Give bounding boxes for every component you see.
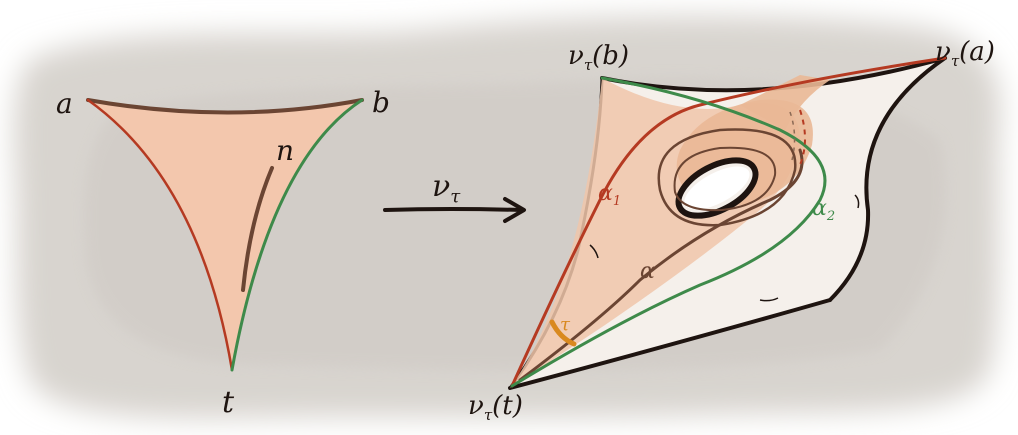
- bottom-edge: [508, 298, 832, 390]
- edge-bt: [230, 98, 364, 372]
- vertex-b-label: b: [372, 86, 390, 119]
- map-arrow: [383, 197, 526, 223]
- vertex-nu-b-label: ντ(b): [568, 41, 629, 74]
- curve-alpha2: [510, 76, 827, 388]
- alpha-label: α: [640, 259, 655, 284]
- alpha2-label: α2: [812, 196, 835, 224]
- curve-alpha: [518, 148, 804, 382]
- vertex-nu-t-label: ντ(t): [468, 391, 523, 424]
- right-edge: [828, 56, 947, 302]
- alpha1-label: α1: [598, 181, 621, 209]
- right-surface: [508, 56, 947, 390]
- curve-n: [241, 166, 274, 292]
- tau-arc: [549, 319, 577, 347]
- tau-label: τ: [560, 314, 571, 335]
- edge-ab: [86, 98, 364, 115]
- left-triangle: [86, 98, 364, 372]
- hidden-curve: [799, 109, 806, 166]
- curve-n-label: n: [276, 134, 294, 167]
- vertex-a-label: a: [56, 87, 73, 120]
- vertex-nu-a-label: ντ(a): [935, 37, 995, 70]
- edge-at: [86, 98, 234, 372]
- vertex-t-label: t: [222, 385, 235, 420]
- curve-alpha1: [510, 56, 947, 388]
- map-label: ντ: [432, 169, 461, 207]
